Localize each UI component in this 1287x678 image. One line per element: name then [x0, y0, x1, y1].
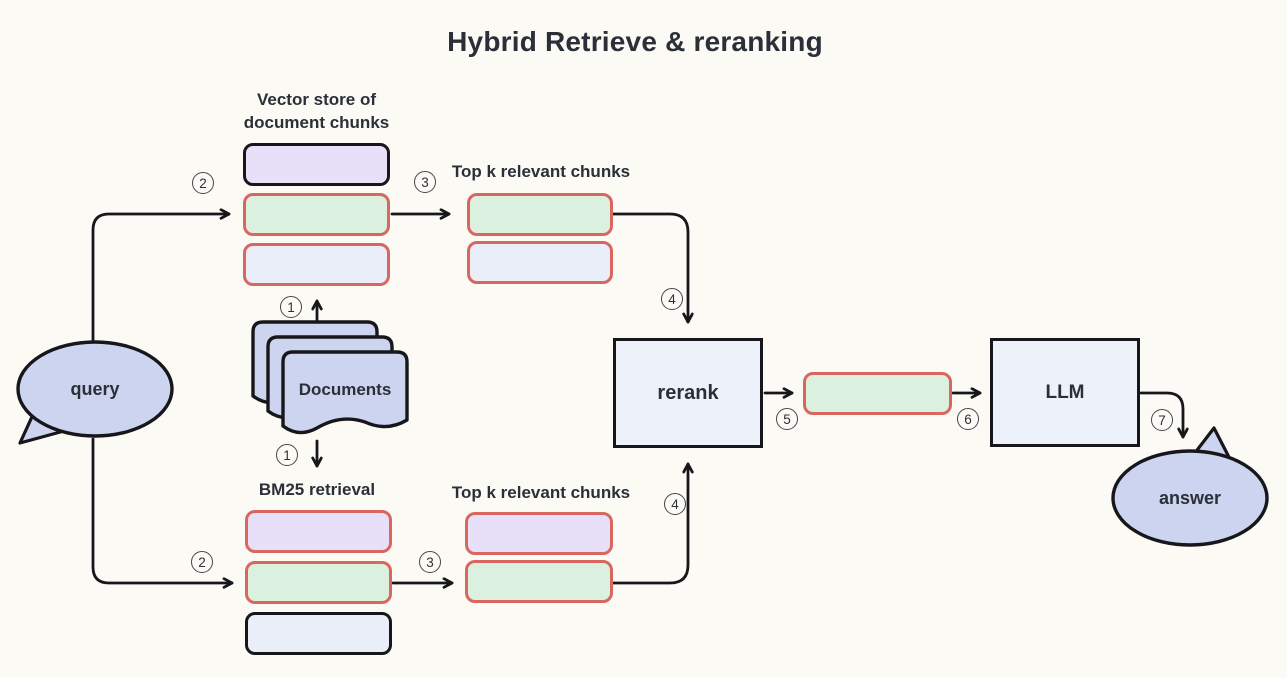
step-1-down-badge: 1 [276, 444, 298, 466]
step-7-badge: 7 [1151, 409, 1173, 431]
chunk-green-red-border [465, 560, 613, 603]
chunk-purple-red-border [245, 510, 392, 553]
step-6-badge: 6 [957, 408, 979, 430]
chunk-lavender-red-border [243, 243, 390, 286]
top-k-vector-label: Top k relevant chunks [451, 162, 631, 181]
vector-store-label-line1: Vector store of [256, 90, 377, 109]
answer-bubble [1111, 426, 1269, 547]
document-shape-front [281, 350, 409, 435]
top-k-vector-chunk-stack [467, 193, 613, 284]
chunk-purple-black-border [243, 143, 390, 186]
edge-query-to-bm25 [91, 437, 234, 583]
query-bubble [16, 340, 174, 445]
rerank-label: rerank [657, 381, 719, 404]
reranked-chunk [803, 372, 952, 415]
top-k-bm25-chunk-stack [465, 512, 613, 603]
chunk-lavender-red-border [467, 241, 613, 284]
chunk-purple-red-border [465, 512, 613, 555]
query-label: query [70, 379, 120, 399]
step-2-bottom-badge: 2 [191, 551, 213, 573]
vector-store-chunk-stack [243, 143, 390, 286]
top-k-bm25-label: Top k relevant chunks [451, 483, 631, 502]
step-2-top-badge: 2 [192, 172, 214, 194]
rerank-box: rerank [613, 338, 763, 448]
step-4-top-badge: 4 [661, 288, 683, 310]
chunk-green-red-border [245, 561, 392, 604]
edge-topk-vector-to-rerank [611, 212, 688, 324]
chunk-green-red-border [467, 193, 613, 236]
chunk-green-red-border [803, 372, 952, 415]
vector-store-label-line2: document chunks [243, 113, 390, 132]
answer-label: answer [1158, 488, 1222, 508]
query-bubble-body [16, 340, 174, 438]
documents-stack [251, 320, 409, 435]
chunk-lavender-black-border [245, 612, 392, 655]
llm-label: LLM [1045, 381, 1085, 403]
step-3-top-badge: 3 [414, 171, 436, 193]
step-5-badge: 5 [776, 408, 798, 430]
vector-store-label: Vector store of document chunks [203, 88, 430, 134]
step-1-up-badge: 1 [280, 296, 302, 318]
step-3-bottom-badge: 3 [419, 551, 441, 573]
documents-label: Documents [298, 380, 392, 399]
step-4-bottom-badge: 4 [664, 493, 686, 515]
bm25-label: BM25 retrieval [258, 480, 376, 499]
llm-box: LLM [990, 338, 1140, 447]
diagram-title: Hybrid Retrieve & reranking [447, 26, 823, 57]
answer-bubble-body [1111, 449, 1269, 547]
edge-query-to-vector-store [91, 214, 231, 343]
chunk-green-red-border [243, 193, 390, 236]
bm25-chunk-stack [245, 510, 392, 655]
edge-topk-bm25-to-rerank [611, 462, 688, 585]
edge-llm-to-answer [1139, 391, 1183, 439]
